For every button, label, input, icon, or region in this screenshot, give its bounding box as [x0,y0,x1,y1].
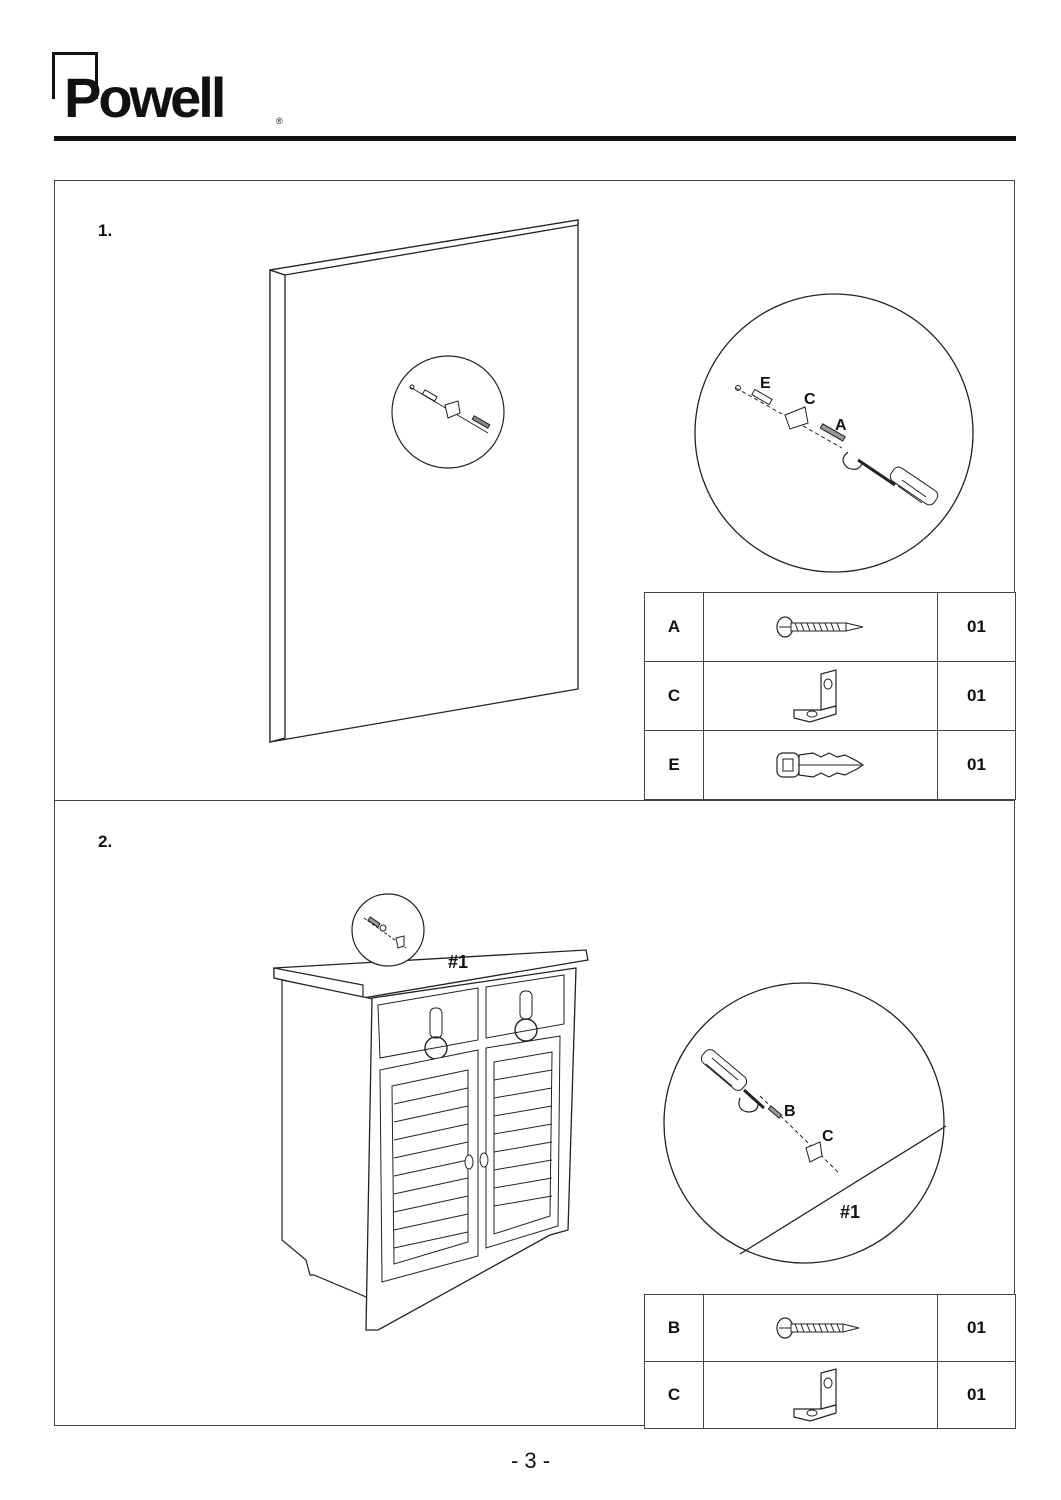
callout-label-c: C [804,391,816,408]
table-row: A 01 [644,592,1016,662]
l-bracket-icon [792,669,837,723]
table-row: C 01 [644,1361,1016,1429]
step-2-detail-callout: B C #1 [663,982,947,1264]
wall-anchor-icon [775,752,864,778]
part-qty: 01 [937,592,1016,662]
callout-label-target: #1 [840,1202,860,1222]
table-row: B 01 [644,1294,1016,1362]
screw-icon [775,1317,859,1339]
part-letter: E [644,730,704,800]
page-number: - 3 - [510,1448,551,1473]
registered-mark: ® [276,116,283,126]
step-divider [54,800,1015,801]
step-1-parts-table: A 01 C 01 E [644,592,1016,800]
table-row: C 01 [644,661,1016,731]
cabinet-illustration: #1 [273,893,589,1331]
table-row: E 01 [644,730,1016,800]
step-2-parts-table: B 01 C 01 [644,1294,1016,1429]
part-letter: C [644,1361,704,1429]
step-2-number: 2. [98,832,113,851]
l-bracket-icon [792,1368,837,1422]
logo-frame [52,52,98,99]
part-letter: C [644,661,704,731]
callout-label-c2: C [822,1128,834,1145]
part-qty: 01 [937,1361,1016,1429]
callout-label-e: E [760,375,771,392]
instruction-panel [54,180,1015,1426]
step-1-detail-callout: E C A [694,293,974,573]
part-qty: 01 [937,1294,1016,1362]
part-qty: 01 [937,730,1016,800]
callout-label-b: B [784,1103,796,1120]
part-letter: B [644,1294,704,1362]
brand-name: Powell [64,66,226,129]
header-rule [54,136,1016,141]
page-header: Powell ® [0,0,1061,150]
cabinet-label: #1 [448,952,468,972]
step-1-number: 1. [98,221,113,240]
part-letter: A [644,592,704,662]
screw-icon [775,616,863,638]
brand-logo: Powell ® [52,50,292,132]
wall-panel-illustration [269,219,579,743]
part-qty: 01 [937,661,1016,731]
callout-label-a: A [835,417,847,434]
